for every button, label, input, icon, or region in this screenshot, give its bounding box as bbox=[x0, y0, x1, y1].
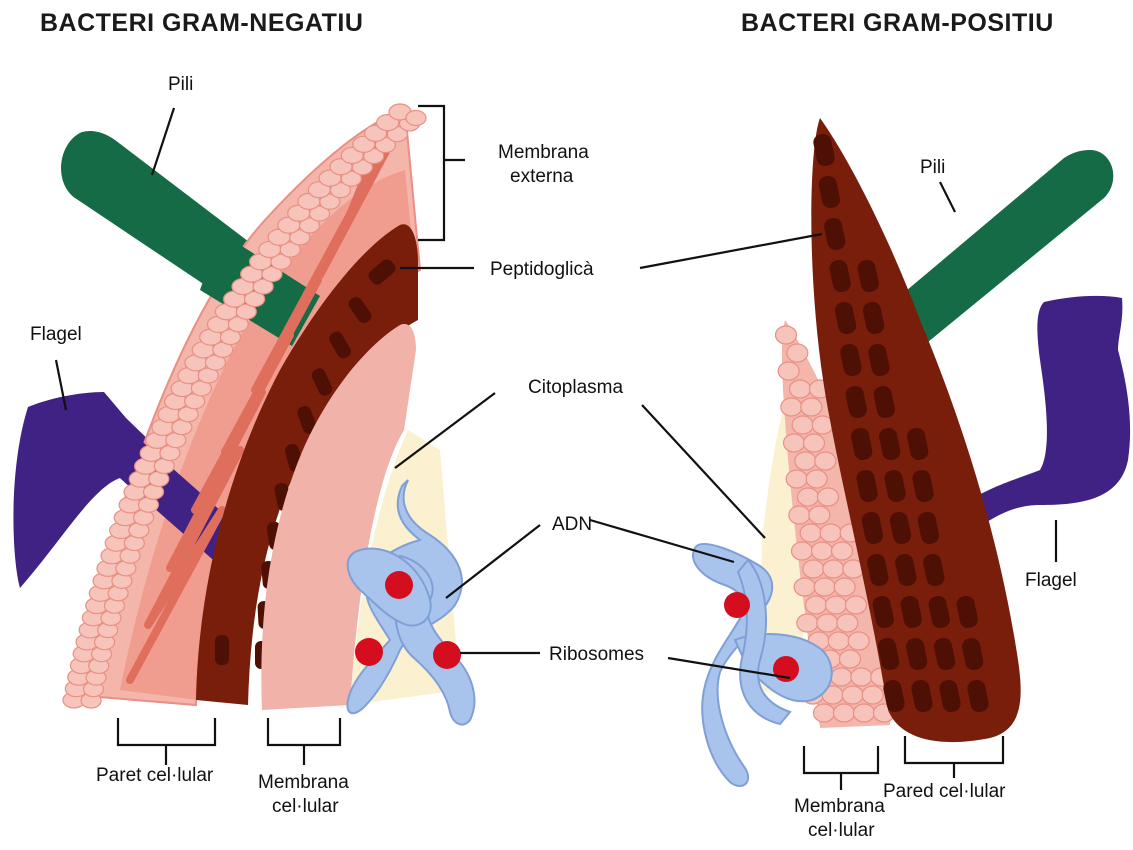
lipid-bead bbox=[787, 344, 808, 362]
bracket-pared bbox=[905, 736, 1003, 778]
label-ribosomes: Ribosomes bbox=[549, 644, 644, 665]
lipid-bead bbox=[826, 596, 847, 614]
ribosome bbox=[433, 641, 461, 669]
ribosome bbox=[355, 638, 383, 666]
lipid-bead bbox=[803, 560, 824, 578]
right-flagel-shape bbox=[960, 296, 1130, 534]
lipid-bead bbox=[809, 506, 830, 524]
label-left-membrana-1: Membrana bbox=[258, 772, 349, 793]
citoplasma-leader-left bbox=[395, 393, 495, 468]
lipid-bead bbox=[862, 686, 883, 704]
lipid-bead bbox=[834, 578, 855, 596]
lipid-bead bbox=[818, 488, 839, 506]
lipid-bead bbox=[812, 542, 833, 560]
label-adn: ADN bbox=[552, 514, 592, 535]
bracket-right-membrana bbox=[804, 746, 878, 790]
lipid-bead bbox=[831, 668, 852, 686]
lipid-bead bbox=[848, 632, 869, 650]
label-left-pili: Pili bbox=[168, 74, 193, 95]
lipid-bead bbox=[814, 704, 835, 722]
lipid-bead bbox=[832, 542, 853, 560]
lipid-bead bbox=[792, 416, 813, 434]
lipid-bead bbox=[804, 434, 825, 452]
peptidoglica-leader-right bbox=[640, 234, 822, 268]
gram-positive-cell bbox=[693, 118, 1130, 786]
lipid-bead bbox=[815, 452, 836, 470]
lipid-bead bbox=[834, 704, 855, 722]
lipid-bead bbox=[846, 596, 867, 614]
title-gram-positive: BACTERI GRAM-POSITIU bbox=[741, 9, 1054, 37]
left-pili-leader bbox=[152, 108, 174, 175]
lipid-bead bbox=[786, 470, 807, 488]
lipid-bead bbox=[823, 560, 844, 578]
label-peptidoglica: Peptidoglicà bbox=[490, 259, 594, 280]
adn-leader-right bbox=[590, 520, 734, 562]
ribosome bbox=[385, 571, 413, 599]
lipid-bead bbox=[851, 668, 872, 686]
label-right-pili: Pili bbox=[920, 157, 945, 178]
label-right-membrana-2: cel·lular bbox=[808, 820, 875, 841]
lipid-bead bbox=[806, 470, 827, 488]
bracket-paret bbox=[118, 718, 215, 765]
label-left-membrana-2: cel·lular bbox=[272, 796, 339, 817]
label-left-flagel: Flagel bbox=[30, 324, 82, 345]
citoplasma-leader-right bbox=[642, 405, 765, 538]
label-right-flagel: Flagel bbox=[1025, 570, 1077, 591]
lipid-bead bbox=[797, 614, 818, 632]
lipid-bead bbox=[795, 452, 816, 470]
bracket-membrana-externa bbox=[418, 106, 465, 240]
peptidoglycan-block bbox=[215, 635, 229, 665]
gram-negative-cell bbox=[13, 104, 474, 725]
lipid-bead bbox=[837, 614, 858, 632]
lipid-bead bbox=[776, 326, 797, 344]
lipid-bead bbox=[794, 578, 815, 596]
lipid-bead bbox=[800, 524, 821, 542]
lipid-bead bbox=[842, 686, 863, 704]
label-citoplasma: Citoplasma bbox=[528, 377, 623, 398]
lipid-bead bbox=[790, 380, 811, 398]
label-membrana-externa-2: externa bbox=[510, 166, 574, 187]
lipid-bead bbox=[406, 111, 426, 126]
lipid-bead bbox=[814, 578, 835, 596]
title-gram-negative: BACTERI GRAM-NEGATIU bbox=[40, 9, 363, 37]
label-right-membrana-1: Membrana bbox=[794, 796, 885, 817]
lipid-bead bbox=[820, 524, 841, 542]
ribosome bbox=[724, 592, 750, 618]
lipid-bead bbox=[801, 398, 822, 416]
adn-leader-left bbox=[446, 525, 540, 598]
label-pared: Pared cel·lular bbox=[883, 781, 1006, 802]
label-membrana-externa-1: Membrana bbox=[498, 142, 589, 163]
lipid-bead bbox=[778, 362, 799, 380]
bracket-left-membrana bbox=[268, 718, 340, 765]
lipid-bead bbox=[828, 632, 849, 650]
lipid-bead bbox=[784, 434, 805, 452]
lipid-bead bbox=[781, 398, 802, 416]
lipid-bead bbox=[792, 542, 813, 560]
lipid-bead bbox=[806, 596, 827, 614]
lipid-bead bbox=[817, 614, 838, 632]
lipid-bead bbox=[789, 506, 810, 524]
lipid-bead bbox=[854, 704, 875, 722]
lipid-bead bbox=[798, 488, 819, 506]
right-pili-leader bbox=[940, 182, 955, 212]
lipid-bead bbox=[840, 650, 861, 668]
label-paret: Paret cel·lular bbox=[96, 765, 214, 786]
